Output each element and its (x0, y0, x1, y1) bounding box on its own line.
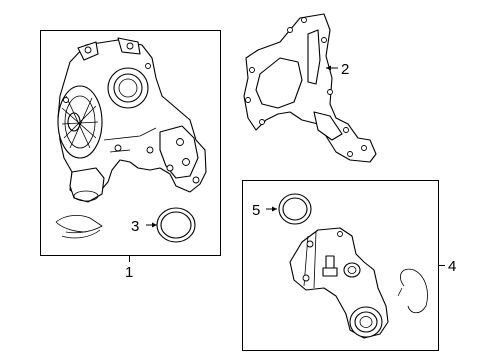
arrow-head-3 (152, 222, 157, 228)
water-pump-assembly-icon (57, 37, 207, 203)
pump-gasket-icon (243, 13, 377, 163)
thermostat-clip-icon (397, 268, 428, 314)
o-ring-seal-icon (156, 207, 196, 243)
callout-1: 1 (125, 264, 133, 281)
thermostat-housing-icon (289, 227, 389, 339)
arrow-head-2 (326, 65, 331, 71)
callout-5: 5 (252, 202, 260, 219)
retaining-clip-icon (55, 214, 103, 239)
callout-2: 2 (341, 61, 349, 78)
group-box-4 (242, 180, 439, 351)
group-box-1 (40, 30, 221, 256)
callout-4: 4 (448, 258, 456, 275)
thermostat-o-ring-icon (278, 193, 312, 225)
arrow-head-5 (272, 206, 277, 212)
callout-3: 3 (131, 218, 139, 235)
